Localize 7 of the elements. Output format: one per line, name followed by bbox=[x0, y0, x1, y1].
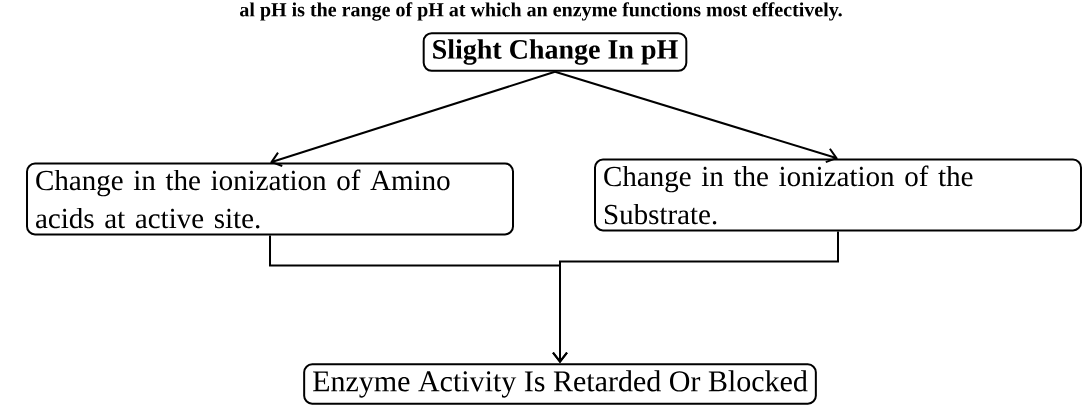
arrow bbox=[270, 70, 556, 167]
result-box: Enzyme Activity Is Retarded Or Blocked bbox=[303, 363, 817, 405]
process-box: Slight Change In pH bbox=[422, 32, 688, 72]
arrow bbox=[552, 230, 839, 364]
process-box: Change in the ionization of Amino acids at active site. bbox=[26, 162, 514, 236]
process-box: Change in the ionization of the Substrate. bbox=[594, 158, 1082, 232]
arrow bbox=[554, 70, 838, 164]
